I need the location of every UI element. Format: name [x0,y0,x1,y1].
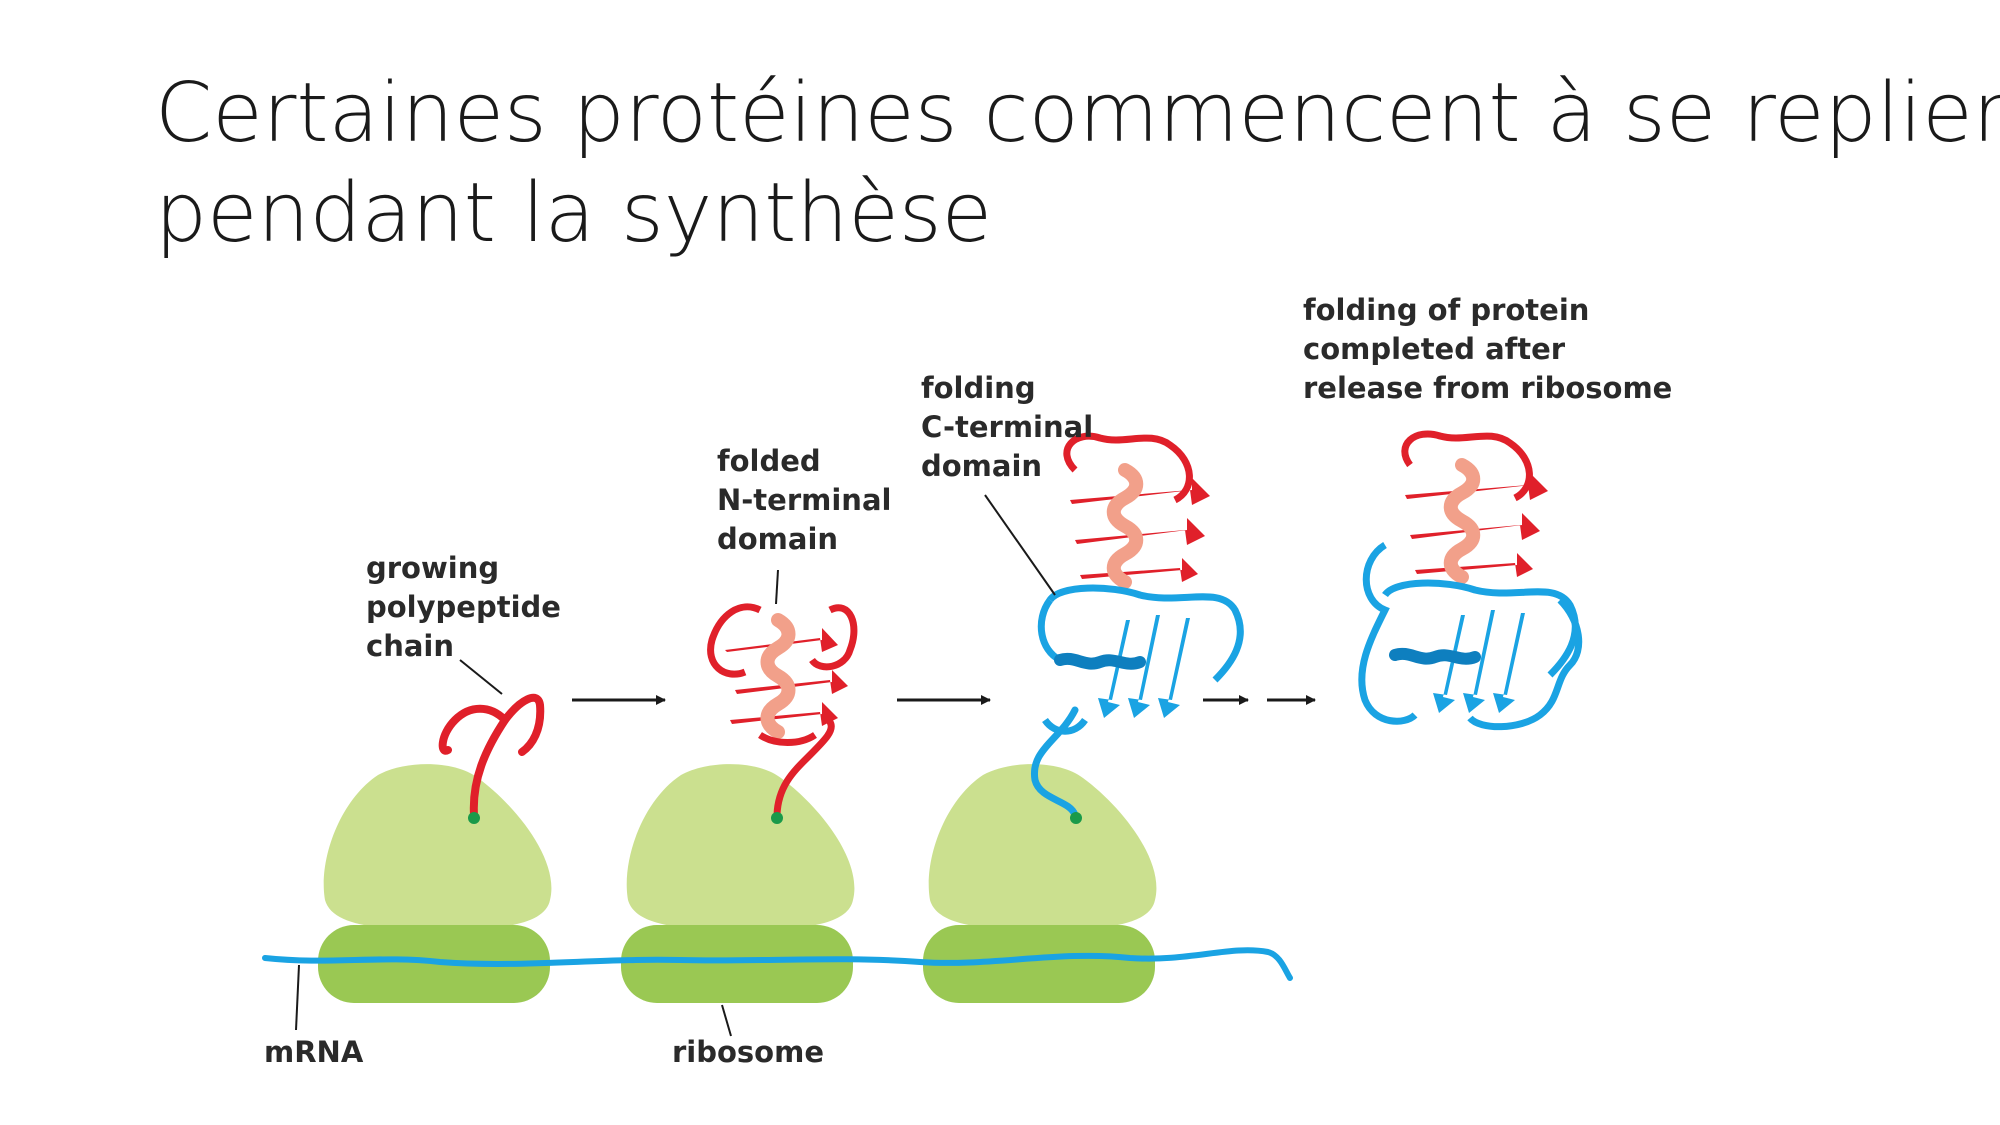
growing-polypeptide-chain [438,693,545,824]
folded-n-terminal-domain-stage-2 [707,603,858,824]
mrna-strand [262,947,1293,981]
label-completed-line-1: folding of protein [1303,293,1589,327]
leader-mrna [295,964,300,1031]
ribosome-2 [621,764,855,1003]
label-completed-line-3: release from ribosome [1303,371,1672,405]
label-folded-n-terminal-domain: folded N-terminal domain [717,444,891,556]
ribosome-2-large-subunit [626,764,855,930]
label-folding-line-2: C-terminal [921,410,1093,444]
label-mrna: mRNA [264,1035,364,1069]
leader-ribosome [721,1004,732,1037]
label-completed-line-2: completed after [1303,332,1566,366]
exit-site-3 [1070,812,1082,824]
leader-growing-chain [459,659,503,695]
ribosome-1 [318,764,552,1003]
label-folded-line-3: domain [717,522,838,556]
ribosome-2-small-subunit [621,925,853,1003]
label-folding-line-1: folding [921,371,1036,405]
ribosome-3-large-subunit [928,764,1157,930]
ribosome-3-small-subunit [923,925,1155,1003]
title-line-1: Certaines protéines commencent à se repl… [155,66,2000,161]
leader-c-terminal [984,494,1056,596]
label-folded-line-1: folded [717,444,821,478]
title-line-2: pendant la synthèse [155,166,993,261]
label-ribosome: ribosome [672,1035,824,1069]
label-growing-line-3: chain [366,629,454,663]
exit-site-1 [468,812,480,824]
leader-n-terminal [775,569,779,605]
ribosome-3 [923,764,1157,1003]
folding-c-terminal-stage-3 [1031,432,1244,824]
label-folding-line-3: domain [921,449,1042,483]
label-folding-c-terminal-domain: folding C-terminal domain [921,371,1093,483]
completed-protein [1358,430,1583,731]
slide-title: Certaines protéines commencent à se repl… [155,64,2000,264]
label-folding-completed: folding of protein completed after relea… [1303,293,1672,405]
ribosome-1-large-subunit [323,764,552,930]
label-folded-line-2: N-terminal [717,483,891,517]
label-growing-polypeptide-chain: growing polypeptide chain [366,551,561,663]
label-growing-line-1: growing [366,551,499,585]
label-growing-line-2: polypeptide [366,590,561,624]
exit-site-2 [771,812,783,824]
